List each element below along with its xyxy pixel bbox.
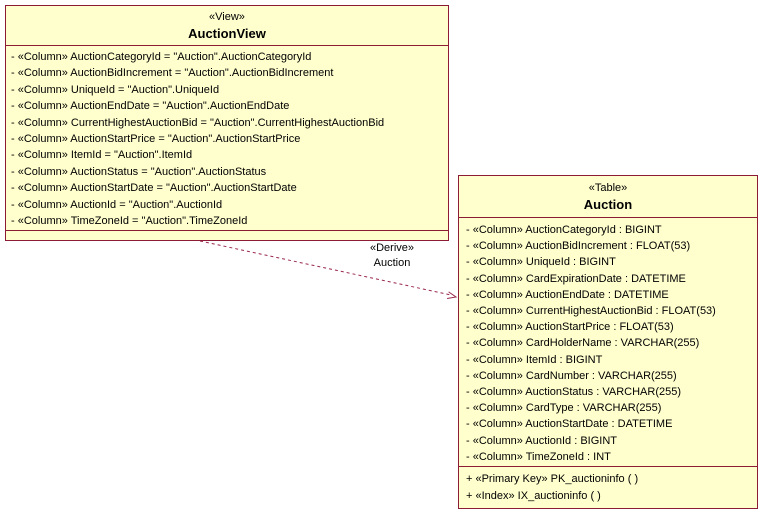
table-key-row: + «Index» IX_auctioninfo ( ) — [466, 489, 601, 502]
view-column-row: - «Column» TimeZoneId = "Auction".TimeZo… — [11, 215, 248, 228]
table-column-row: - «Column» AuctionBidIncrement : FLOAT(5… — [466, 240, 691, 253]
auctionview-operations-compartment — [6, 230, 448, 240]
auctionview-header: «View» AuctionView — [6, 6, 448, 46]
view-column-row: - «Column» AuctionId = "Auction".Auction… — [11, 198, 223, 211]
table-column-row: - «Column» AuctionStartPrice : FLOAT(53) — [466, 321, 674, 334]
auction-columns-compartment: - «Column» AuctionCategoryId : BIGINT - «… — [459, 218, 757, 466]
table-column-row: - «Column» AuctionEndDate : DATETIME — [466, 288, 669, 301]
table-column-row: - «Column» CurrentHighestAuctionBid : FL… — [466, 305, 716, 318]
derive-label: «Derive» Auction — [347, 241, 437, 271]
auctionview-columns-compartment: - «Column» AuctionCategoryId = "Auction"… — [6, 46, 448, 230]
view-column-row: - «Column» AuctionCategoryId = "Auction"… — [11, 51, 312, 63]
table-column-row: - «Column» CardType : VARCHAR(255) — [466, 402, 662, 415]
table-column-row: - «Column» ItemId : BIGINT — [466, 353, 603, 366]
auction-keys-compartment: + «Primary Key» PK_auctioninfo ( ) + «Ind… — [459, 466, 757, 508]
view-column-row: - «Column» AuctionStatus = "Auction".Auc… — [11, 165, 267, 178]
view-column-row: - «Column» AuctionBidIncrement = "Auctio… — [11, 67, 334, 80]
view-column-row: - «Column» AuctionEndDate = "Auction".Au… — [11, 100, 290, 113]
derive-stereotype: «Derive» — [369, 242, 415, 254]
derive-name: Auction — [373, 257, 411, 269]
derive-arrowhead-icon — [447, 291, 458, 299]
auctionview-stereotype: «View» — [209, 11, 245, 23]
table-column-row: - «Column» UniqueId : BIGINT — [466, 256, 616, 269]
table-column-row: - «Column» CardExpirationDate : DATETIME — [466, 272, 686, 285]
table-column-row: - «Column» AuctionStatus : VARCHAR(255) — [466, 386, 681, 399]
auction-name: Auction — [583, 197, 633, 212]
table-column-row: - «Column» TimeZoneId : INT — [466, 450, 611, 463]
view-column-row: - «Column» AuctionStartDate = "Auction".… — [11, 182, 297, 195]
entity-auction[interactable]: «Table» Auction - «Column» AuctionCatego… — [458, 175, 758, 509]
view-column-row: - «Column» ItemId = "Auction".ItemId — [11, 149, 193, 162]
auction-stereotype: «Table» — [588, 182, 628, 194]
auctionview-name: AuctionView — [188, 26, 266, 41]
entity-auctionview[interactable]: «View» AuctionView - «Column» AuctionCat… — [5, 5, 449, 241]
view-column-row: - «Column» CurrentHighestAuctionBid = "A… — [11, 116, 385, 129]
table-column-row: - «Column» CardNumber : VARCHAR(255) — [466, 369, 677, 382]
table-key-row: + «Primary Key» PK_auctioninfo ( ) — [466, 473, 639, 485]
table-column-row: - «Column» AuctionCategoryId : BIGINT — [466, 224, 662, 236]
table-column-row: - «Column» AuctionId : BIGINT — [466, 434, 618, 447]
table-column-row: - «Column» AuctionStartDate : DATETIME — [466, 418, 673, 431]
table-column-row: - «Column» CardHolderName : VARCHAR(255) — [466, 337, 700, 350]
view-column-row: - «Column» AuctionStartPrice = "Auction"… — [11, 133, 301, 146]
auction-header: «Table» Auction — [459, 176, 757, 218]
view-column-row: - «Column» UniqueId = "Auction".UniqueId — [11, 83, 220, 96]
